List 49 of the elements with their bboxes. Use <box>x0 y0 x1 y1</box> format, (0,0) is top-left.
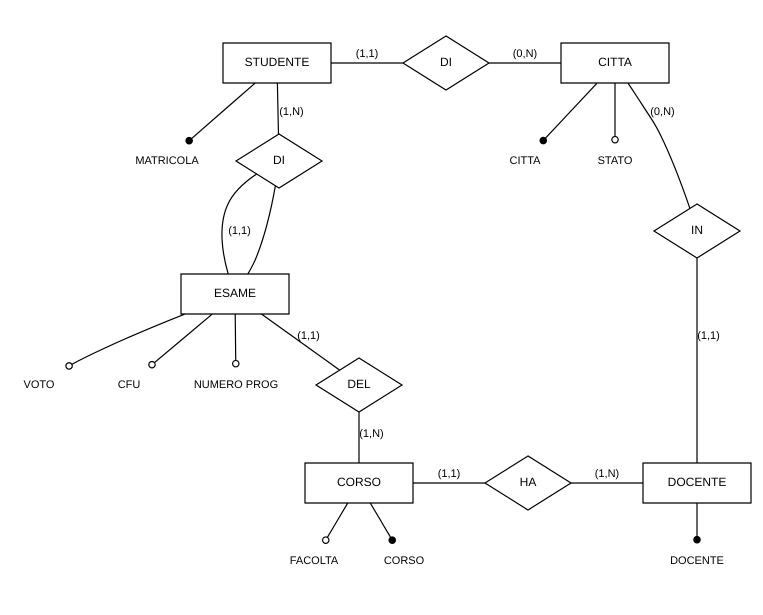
connector <box>221 174 257 274</box>
connector <box>696 258 698 463</box>
connector <box>247 186 276 274</box>
edge-label: (0,N) <box>512 48 538 60</box>
node-text: CITTA <box>510 154 540 167</box>
connector <box>628 82 690 208</box>
node-diamond: IN <box>652 203 742 259</box>
node-text: MATRICOLA <box>135 154 199 167</box>
node-box: DOCENTE <box>642 462 752 504</box>
edge-label: (1,N) <box>594 468 620 480</box>
connector <box>539 83 598 144</box>
connector <box>413 482 485 484</box>
edge-label: (0,N) <box>650 106 675 118</box>
connector <box>185 82 256 144</box>
edge-label: (1,N) <box>359 428 384 440</box>
node-text: VOTO <box>24 378 54 391</box>
node-diamond: DEL <box>314 357 404 413</box>
edge-label: (1,1) <box>697 330 720 342</box>
node-text: CORSO <box>384 554 424 567</box>
node-box: ESAME <box>180 273 290 315</box>
connector <box>693 503 701 544</box>
connector <box>276 83 280 134</box>
connector <box>65 314 185 370</box>
connector <box>232 314 240 368</box>
connector <box>358 412 360 463</box>
connector <box>322 502 348 544</box>
node-diamond: HA <box>484 455 572 511</box>
edge-label: (1,1) <box>356 48 378 60</box>
connector <box>489 62 561 64</box>
connector <box>261 314 340 370</box>
edge-label: (1,1) <box>228 224 251 237</box>
edge-label: (1,1) <box>297 330 320 342</box>
node-box: CITTA <box>560 42 670 84</box>
connector <box>370 502 396 544</box>
node-diamond: DI <box>234 133 324 189</box>
connector <box>611 83 619 144</box>
node-text: NUMERO PROG <box>194 378 278 391</box>
node-box: CORSO <box>304 462 414 504</box>
edge-label: (1,N) <box>279 106 304 118</box>
connector <box>571 482 643 484</box>
node-text: FACOLTA <box>290 554 338 567</box>
node-box: STUDENTE <box>222 42 332 84</box>
node-text: DOCENTE <box>670 554 724 567</box>
edge-label: (1,1) <box>438 468 460 480</box>
node-text: STATO <box>598 154 632 167</box>
connector <box>148 314 213 368</box>
node-text: CFU <box>118 378 140 391</box>
node-diamond: DI <box>402 35 490 91</box>
connector <box>331 62 403 64</box>
